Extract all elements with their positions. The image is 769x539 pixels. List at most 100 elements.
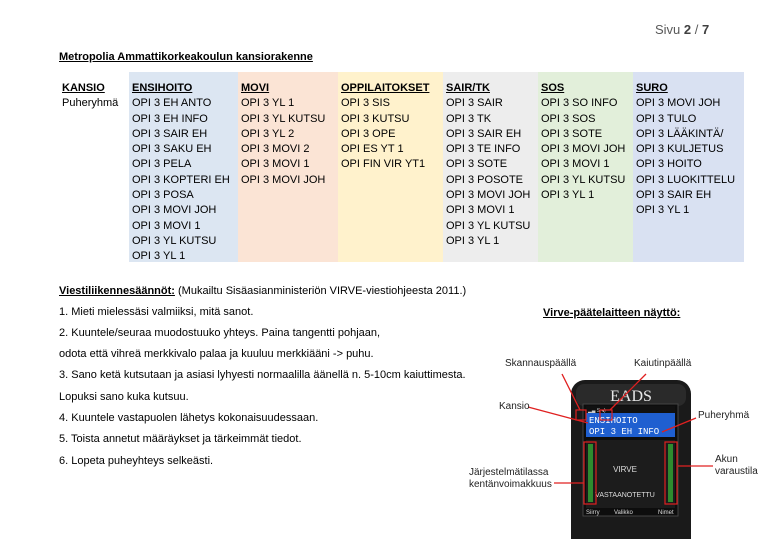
talkgroup-item: OPI 3 MOVI 1 <box>241 158 310 171</box>
talkgroup-item: OPI ES YT 1 <box>341 143 404 156</box>
column-header: SOS <box>541 82 565 94</box>
label-folder: Kansio <box>499 401 530 412</box>
rule-line: 6. Lopeta puheyhteys selkeästi. <box>59 455 214 467</box>
screen-received-text: VASTAANOTETTU <box>595 492 655 499</box>
device-brand: EADS <box>610 388 652 405</box>
softkey-left: Siirry <box>586 510 600 516</box>
label-talkgroup: Puheryhmä <box>698 410 750 421</box>
rule-line: 3. Sano ketä kutsutaan ja asiasi lyhyest… <box>59 369 466 381</box>
device-top <box>576 384 686 406</box>
talkgroup-item: OPI 3 HOITO <box>636 158 702 171</box>
talkgroup-item: OPI 3 YL KUTSU <box>446 219 531 232</box>
talkgroup-item: OPI 3 KOPTERI EH <box>132 173 230 186</box>
screen-talkgroup-text: OPI 3 EH INFO <box>589 427 659 437</box>
talkgroup-item: OPI 3 LUOKITTELU <box>636 173 736 186</box>
document-title: Metropolia Ammattikorkeakoulun kansiorak… <box>59 51 313 63</box>
callout-arrows <box>527 373 713 484</box>
column-movi: MOVI OPI 3 YL 1 OPI 3 YL KUTSU OPI 3 YL 2 OP… <box>238 72 338 262</box>
column-header: SAIR/TK <box>446 82 490 94</box>
talkgroup-item: OPI 3 MOVI JOH <box>132 204 217 217</box>
rule-line: Lopuksi sano kuka kutsuu. <box>59 391 189 403</box>
label-column-header: KANSIO <box>62 82 105 94</box>
column-ensihoito: ENSIHOITO OPI 3 EH ANTO OPI 3 EH INFO OPI 3… <box>129 72 238 262</box>
softkey-middle: Valikko <box>614 510 634 516</box>
arrow-folder <box>527 406 589 424</box>
talkgroup-item: OPI 3 YL KUTSU <box>541 173 626 186</box>
column-header: MOVI <box>241 82 270 94</box>
talkgroup-item: OPI 3 YL 1 <box>241 97 295 110</box>
rules-source: (Mukailtu Sisäasianministeriön VIRVE-vie… <box>174 285 467 297</box>
talkgroup-item: OPI 3 SOTE <box>446 158 508 171</box>
column-header: OPPILAITOKSET <box>341 82 430 94</box>
talkgroup-item: OPI 3 SAIR EH <box>132 127 208 140</box>
rule-line: 5. Toista annetut määräykset ja tärkeimm… <box>59 433 302 445</box>
arrow-speaker <box>609 373 647 411</box>
rule-line: 1. Mieti mielessäsi valmiiksi, mitä sano… <box>59 306 254 318</box>
label-column: KANSIO Puheryhmä <box>59 72 129 262</box>
talkgroup-item: OPI 3 EH ANTO <box>132 97 212 110</box>
column-header: ENSIHOITO <box>132 82 193 94</box>
talkgroup-item: OPI 3 MOVI JOH <box>636 97 721 110</box>
label-scan: Skannauspäällä <box>505 358 577 369</box>
talkgroup-item: OPI 3 YL 1 <box>636 204 690 217</box>
battery-marker <box>664 441 678 505</box>
talkgroup-item: OPI 3 YL 2 <box>241 127 295 140</box>
label-battery: Akun varaustila <box>715 454 758 477</box>
softkey-right: Nimet <box>658 510 674 516</box>
talkgroup-item: OPI 3 YL KUTSU <box>241 112 326 125</box>
talkgroup-item: OPI 3 MOVI JOH <box>446 189 531 202</box>
talkgroup-item: OPI 3 SAIR EH <box>636 189 712 202</box>
talkgroup-item: OPI 3 PELA <box>132 158 192 171</box>
page-number: Sivu 2 / 7 <box>655 22 710 37</box>
column-header: SURO <box>636 82 668 94</box>
folder-structure-table: KANSIO Puheryhmä ENSIHOITO OPI 3 EH ANTO O… <box>59 72 744 262</box>
talkgroup-item: OPI 3 MOVI 2 <box>241 143 310 156</box>
status-bar <box>586 406 675 413</box>
talkgroup-item: OPI 3 SOS <box>541 112 596 125</box>
label-signal: Järjestelmätilassa kentänvoimakkuus <box>469 467 552 490</box>
signal-bar <box>588 444 593 502</box>
talkgroup-item: OPI 3 POSA <box>132 189 194 202</box>
talkgroup-item: OPI 3 SIS <box>341 97 390 110</box>
screen-body <box>586 440 675 508</box>
battery-bar <box>668 444 673 502</box>
status-icons: ▂▄ S ◂) <box>587 408 606 414</box>
talkgroup-item: OPI FIN VIR YT1 <box>341 158 426 171</box>
talkgroup-item: OPI 3 LÄÄKINTÄ/ <box>636 127 724 140</box>
label-speaker: Kaiutinpäällä <box>634 358 692 369</box>
talkgroup-item: OPI 3 OPE <box>341 127 396 140</box>
talkgroup-item: OPI 3 EH INFO <box>132 112 208 125</box>
talkgroup-item: OPI 3 SAIR EH <box>446 127 522 140</box>
talkgroup-item: OPI 3 MOVI 1 <box>541 158 610 171</box>
screen-header <box>586 413 675 437</box>
talkgroup-item: OPI 3 YL KUTSU <box>132 234 217 247</box>
screen-center-text: VIRVE <box>613 465 637 474</box>
talkgroup-item: OPI 3 YL 1 <box>446 234 500 247</box>
talkgroup-item: OPI 3 KULJETUS <box>636 143 724 156</box>
talkgroup-item: OPI 3 MOVI 1 <box>446 204 515 217</box>
signal-marker <box>583 441 597 505</box>
talkgroup-item: OPI 3 SAKU EH <box>132 143 212 156</box>
virve-screen-title: Virve-päätelaitteen näyttö: <box>543 307 681 319</box>
talkgroup-item: OPI 3 KUTSU <box>341 112 410 125</box>
talkgroup-item: OPI 3 SO INFO <box>541 97 618 110</box>
label-column-value: Puheryhmä <box>62 97 119 110</box>
speaker-marker <box>599 409 613 421</box>
scan-marker <box>575 409 587 421</box>
talkgroup-item: OPI 3 SOTE <box>541 127 603 140</box>
screen-folder-text: ENSIHOITO <box>589 416 638 426</box>
talkgroup-item: OPI 3 MOVI JOH <box>241 173 326 186</box>
rule-line: 2. Kuuntele/seuraa muodostuuko yhteys. P… <box>59 327 381 339</box>
rules-heading: Viestiliikennesäännöt: (Mukailtu Sisäasi… <box>59 285 466 297</box>
talkgroup-item: OPI 3 SAIR <box>446 97 503 110</box>
talkgroup-item: OPI 3 TK <box>446 112 492 125</box>
talkgroup-item: OPI 3 MOVI 1 <box>132 219 201 232</box>
arrow-scan <box>561 373 581 411</box>
talkgroup-item: OPI 3 POSOTE <box>446 173 524 186</box>
column-sair-tk: SAIR/TK OPI 3 SAIR OPI 3 TK OPI 3 SAIR EH OP… <box>443 72 538 262</box>
arrow-talkgroup <box>661 417 697 433</box>
talkgroup-item: OPI 3 MOVI JOH <box>541 143 626 156</box>
virve-device-diagram: EADS ▂▄ S ◂) ENSIHOITO OPI 3 EH INFO VIR… <box>527 373 713 539</box>
rule-line: 4. Kuuntele vastapuolen lähetys kokonais… <box>59 412 319 424</box>
